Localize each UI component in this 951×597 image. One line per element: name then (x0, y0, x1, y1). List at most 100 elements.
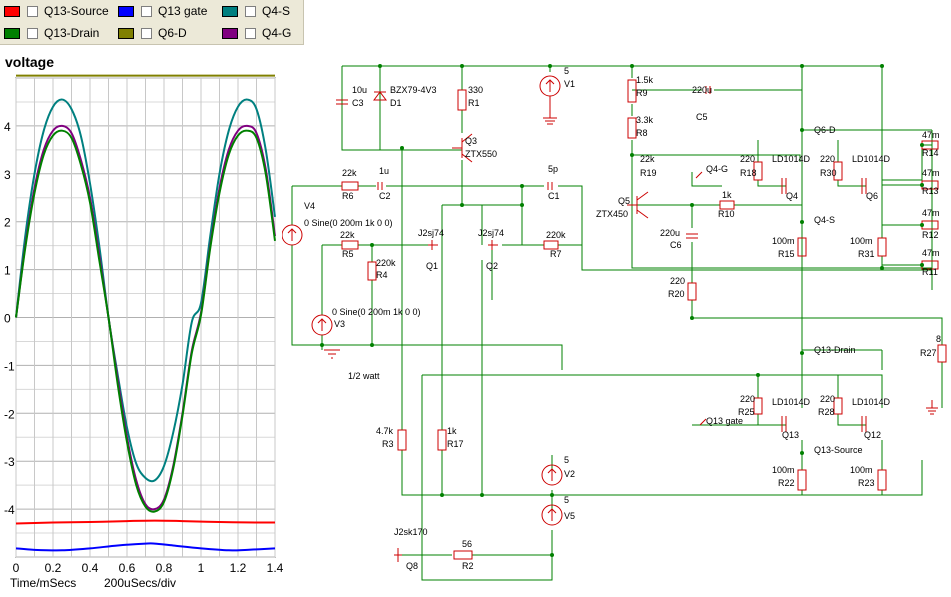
y-tick-label: -1 (4, 359, 15, 373)
checkbox-q4-s[interactable] (245, 5, 256, 17)
y-tick-label: 3 (4, 168, 11, 182)
component-label: 22k (340, 230, 355, 240)
legend-label: Q13-Drain (44, 26, 100, 40)
component-label: 3.3k (636, 115, 654, 125)
component-label: 1.5k (636, 75, 654, 85)
y-tick-label: 1 (4, 264, 11, 278)
component-label: J2sj74 (478, 228, 504, 238)
component-label: Q13-Drain (814, 345, 856, 355)
component-label: R28 (818, 407, 835, 417)
x-tick-label: 0 (13, 561, 20, 575)
legend-label: Q4-G (262, 26, 292, 40)
component-label: R19 (640, 168, 657, 178)
component-label: R13 (922, 186, 939, 196)
x-tick-label: 0.6 (119, 561, 136, 575)
component-label: R27 (920, 348, 937, 358)
legend-panel: Q13-Source Q13 gate Q4-S Q13-Drain Q6-D … (0, 0, 304, 45)
checkbox-q13-source[interactable] (27, 5, 38, 17)
component-label: D1 (390, 98, 402, 108)
component-label: V1 (564, 79, 575, 89)
component-label: R12 (922, 230, 939, 240)
chart-title: voltage (5, 54, 54, 70)
legend-item-q13-drain[interactable]: Q13-Drain (4, 24, 99, 42)
color-swatch-olive (118, 27, 134, 39)
color-swatch-blue (118, 5, 134, 17)
component-label: R14 (922, 148, 939, 158)
component-label: Q1 (426, 261, 438, 271)
component-label: LD1014D (772, 397, 811, 407)
legend-item-q4-g[interactable]: Q4-G (222, 24, 291, 42)
component-label: R11 (922, 267, 938, 277)
component-label: 220 (670, 276, 685, 286)
component-label: J2sj74 (418, 228, 444, 238)
checkbox-q4-g[interactable] (245, 27, 256, 39)
component-label: R31 (858, 249, 875, 259)
legend-label: Q4-S (262, 4, 291, 18)
component-label: 5 (564, 66, 569, 76)
component-label: 0 Sine(0 200m 1k 0 0) (304, 218, 393, 228)
component-label: C3 (352, 98, 364, 108)
component-label: R17 (447, 439, 464, 449)
component-label: 4.7k (376, 426, 394, 436)
legend-item-q13-gate[interactable]: Q13 gate (118, 2, 207, 20)
component-label: C1 (548, 191, 560, 201)
component-label: R2 (462, 561, 474, 571)
component-label: R22 (778, 478, 795, 488)
legend-label: Q13 gate (158, 4, 208, 18)
color-swatch-green (4, 27, 20, 39)
component-label: Q4-G (706, 164, 728, 174)
x-axis-label: Time/mSecs (10, 576, 76, 590)
component-label: V2 (564, 469, 575, 479)
component-label: J2sk170 (394, 527, 428, 537)
component-label: R25 (738, 407, 755, 417)
x-tick-label: 0.2 (45, 561, 62, 575)
y-tick-label: 0 (4, 312, 11, 326)
legend-label: Q6-D (158, 26, 187, 40)
component-label: BZX79-4V3 (390, 85, 437, 95)
legend-item-q13-source[interactable]: Q13-Source (4, 2, 109, 20)
y-tick-label: -3 (4, 455, 15, 469)
component-label: 22k (342, 168, 357, 178)
component-label: 5p (548, 164, 558, 174)
component-label: R15 (778, 249, 795, 259)
component-label: 5 (564, 495, 569, 505)
component-label: 220 (740, 394, 755, 404)
component-label: 1k (722, 190, 732, 200)
series-line-q13-source (15, 519, 276, 525)
component-label: 220 (820, 154, 835, 164)
component-label: 220 (820, 394, 835, 404)
color-swatch-red (4, 5, 20, 17)
component-label: Q4 (786, 191, 798, 201)
component-label: 1u (379, 166, 389, 176)
component-label: 22k (640, 154, 655, 164)
series-line-q13-drain (15, 129, 276, 513)
component-label: 10u (352, 85, 367, 95)
legend-item-q4-s[interactable]: Q4-S (222, 2, 290, 20)
y-tick-label: 4 (4, 120, 11, 134)
component-label: 330 (468, 85, 483, 95)
component-label: LD1014D (852, 397, 891, 407)
checkbox-q13-drain[interactable] (27, 27, 38, 39)
component-label: 0 Sine(0 200m 1k 0 0) (332, 307, 421, 317)
x-tick-label: 0.8 (156, 561, 173, 575)
component-label: 8 (936, 334, 941, 344)
component-label: V4 (304, 201, 315, 211)
checkbox-q6-d[interactable] (141, 27, 152, 39)
component-label: 47m (922, 168, 940, 178)
component-label: 100m (772, 465, 795, 475)
checkbox-q13-gate[interactable] (141, 5, 152, 17)
component-label: R10 (718, 209, 735, 219)
x-tick-label: 1.2 (230, 561, 247, 575)
component-label: V5 (564, 511, 575, 521)
series-line-q4-s (15, 98, 276, 483)
x-tick-label: 0.4 (82, 561, 99, 575)
component-label: V3 (334, 319, 345, 329)
component-label: Q13 gate (706, 416, 743, 426)
component-label: Q13 (782, 430, 799, 440)
legend-item-q6-d[interactable]: Q6-D (118, 24, 187, 42)
chart-grid (15, 77, 276, 558)
component-label: R6 (342, 191, 354, 201)
component-label: R30 (820, 168, 837, 178)
